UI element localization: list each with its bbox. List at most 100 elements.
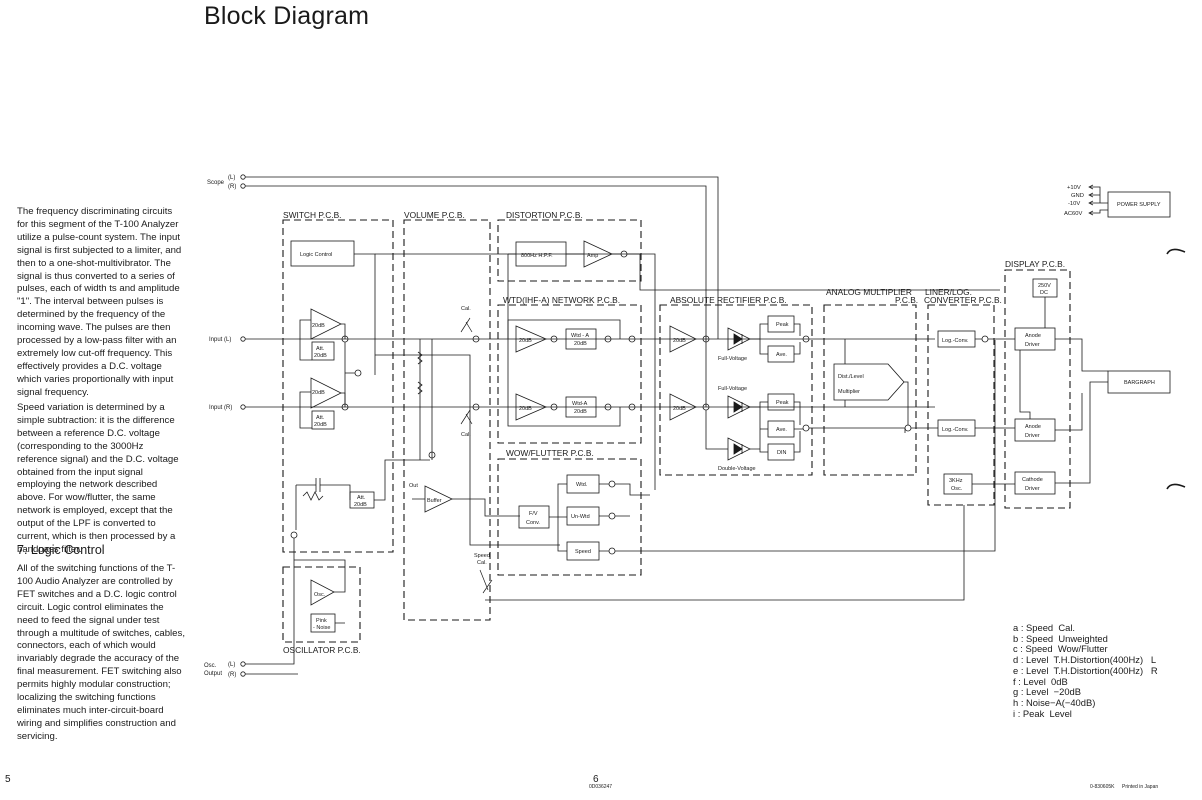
anode-l-label: Anode [1025, 333, 1041, 339]
osc-l-label: (L) [228, 662, 235, 668]
fet-switch-icon [628, 335, 636, 343]
power-supply-block [1107, 191, 1171, 218]
display-pcb-label: DISPLAY P.C.B. [1005, 259, 1065, 269]
paragraph-text: All of the switching functions of the T-… [17, 563, 185, 742]
liner-log-pcb [927, 304, 995, 506]
printed-note: Printed in Japan [1122, 784, 1159, 790]
osc-3khz-label: 3KHz [949, 478, 963, 484]
page-number-left: 5 [5, 774, 11, 785]
cathode-driver-label: Driver [1025, 486, 1040, 492]
resistor-icon [417, 351, 423, 365]
legend-item: e : Level T.H.Distortion(400Hz) R [1013, 664, 1158, 676]
legend-item: d : Level T.H.Distortion(400Hz) L [1013, 654, 1157, 666]
speed-cal-label: Speed [474, 553, 490, 559]
att-r-block [311, 410, 335, 430]
capacitor-icon [315, 478, 321, 492]
potentiometer-icon [302, 491, 324, 501]
legend: a : Speed Cal. b : Speed Unweighted c : … [1013, 622, 1158, 719]
wtd-bypass-wire [507, 319, 621, 427]
amp-l-gain: 20dB [312, 323, 325, 329]
fet-switch-icon [550, 403, 558, 411]
section-heading: 7. Logic Control [17, 543, 105, 557]
resistor-icon [417, 381, 423, 395]
multiplier-label: Multiplier [838, 389, 860, 395]
text-paragraph-speed: Speed variation is determined by a simpl… [17, 402, 185, 557]
output-label: Output [204, 671, 222, 677]
power-wire [1089, 186, 1108, 214]
wtd-pcb [497, 304, 642, 444]
full-voltage-label-1: Full-Voltage [718, 356, 747, 362]
logic-control-label: Logic Control [300, 252, 332, 258]
buffer-label: Buffer [427, 498, 442, 504]
log-conv-r-label: Log.-Conv. [942, 427, 969, 433]
doc-code-right: 0-830605K [1090, 784, 1115, 790]
fet-switch-icon [802, 335, 810, 343]
att-l-label: Att. [316, 346, 325, 352]
arrow-icon [1088, 184, 1094, 216]
wtd-amp-r-triangle [515, 393, 548, 421]
input-l-label: Input (L) [209, 337, 231, 343]
osc-3khz-label-2: Osc. [951, 486, 963, 492]
wtd-a-l-block [565, 328, 597, 350]
diode-icon [733, 443, 743, 455]
out-label: Out [409, 483, 418, 489]
scope-r-wire [245, 185, 707, 407]
fet-switch-icon [472, 403, 480, 411]
rect-buf-l-triangle [727, 327, 751, 351]
amp-r-gain: 20dB [312, 390, 325, 396]
scope-l-label: (L) [228, 175, 235, 181]
page-marker [1166, 483, 1186, 490]
fet-switch-icon [628, 403, 636, 411]
cathode-label: Cathode [1022, 477, 1043, 483]
legend-item: f : Level 0dB [1013, 675, 1068, 687]
scope-r-terminal [240, 183, 246, 189]
input-l-terminal [240, 336, 246, 342]
legend-item: c : Speed Wow/Flutter [1013, 643, 1108, 655]
wtd-a-r-block [565, 396, 597, 418]
anode-r-label: Anode [1025, 424, 1041, 430]
wow-wire [549, 340, 996, 552]
wow-pcb [497, 458, 642, 576]
input-r-label: Input (R) [209, 405, 232, 411]
osc-route-wire [245, 459, 430, 675]
wtd-a-r-gain: 20dB [574, 409, 587, 415]
legend-item: i : Peak Level [1013, 707, 1072, 719]
fet-switch-icon [550, 335, 558, 343]
abs-rect-pcb [659, 304, 813, 476]
dist-level-label: Dist./Level [838, 374, 864, 380]
wtd-a-r-label: Wtd-A [572, 401, 588, 407]
rect-wire [705, 323, 906, 453]
paragraph-text: The frequency discriminating circuits fo… [17, 206, 182, 398]
osc-l-terminal [240, 661, 246, 667]
peak-r-label: Peak [776, 400, 789, 406]
din-label: DIN [777, 450, 787, 456]
multiplier-block [833, 363, 905, 401]
text-paragraph-logic: All of the switching functions of the T-… [17, 563, 185, 744]
fet-switch-icon [608, 547, 616, 555]
ave-r-label: Ave. [776, 427, 787, 433]
page-marker [1166, 248, 1186, 255]
analog-mult-label-1: ANALOG MULTIPLIER [826, 287, 912, 297]
logic-control-bus [354, 253, 376, 375]
paragraph-text: Speed variation is determined by a simpl… [17, 402, 179, 555]
p10v-label: +10V [1067, 185, 1081, 191]
input-r-terminal [240, 404, 246, 410]
noise-label: - Noise [313, 625, 330, 631]
control-wire [375, 253, 1000, 546]
oscillator-pcb-label: OSCILLATOR P.C.B. [283, 645, 361, 655]
fet-switch-icon [608, 512, 616, 520]
cal-pot-icon [460, 409, 473, 425]
wtd-amp-l-triangle [515, 325, 548, 353]
page-number-right: 6 [593, 774, 599, 785]
fet-switch-icon [290, 531, 298, 539]
rect-amp-l-triangle [669, 325, 697, 353]
dist-amp-label: Amp [587, 253, 598, 259]
diode-icon [733, 401, 743, 413]
text-paragraph-frequency: The frequency discriminating circuits fo… [17, 206, 185, 400]
rect-amp-l-gain: 20dB [673, 338, 686, 344]
osc-triangle [310, 579, 335, 606]
osc-block-label: Osc. [314, 592, 326, 598]
distortion-pcb-label: DISTORTION P.C.B. [506, 210, 583, 220]
osc-r-label: (R) [228, 672, 236, 678]
